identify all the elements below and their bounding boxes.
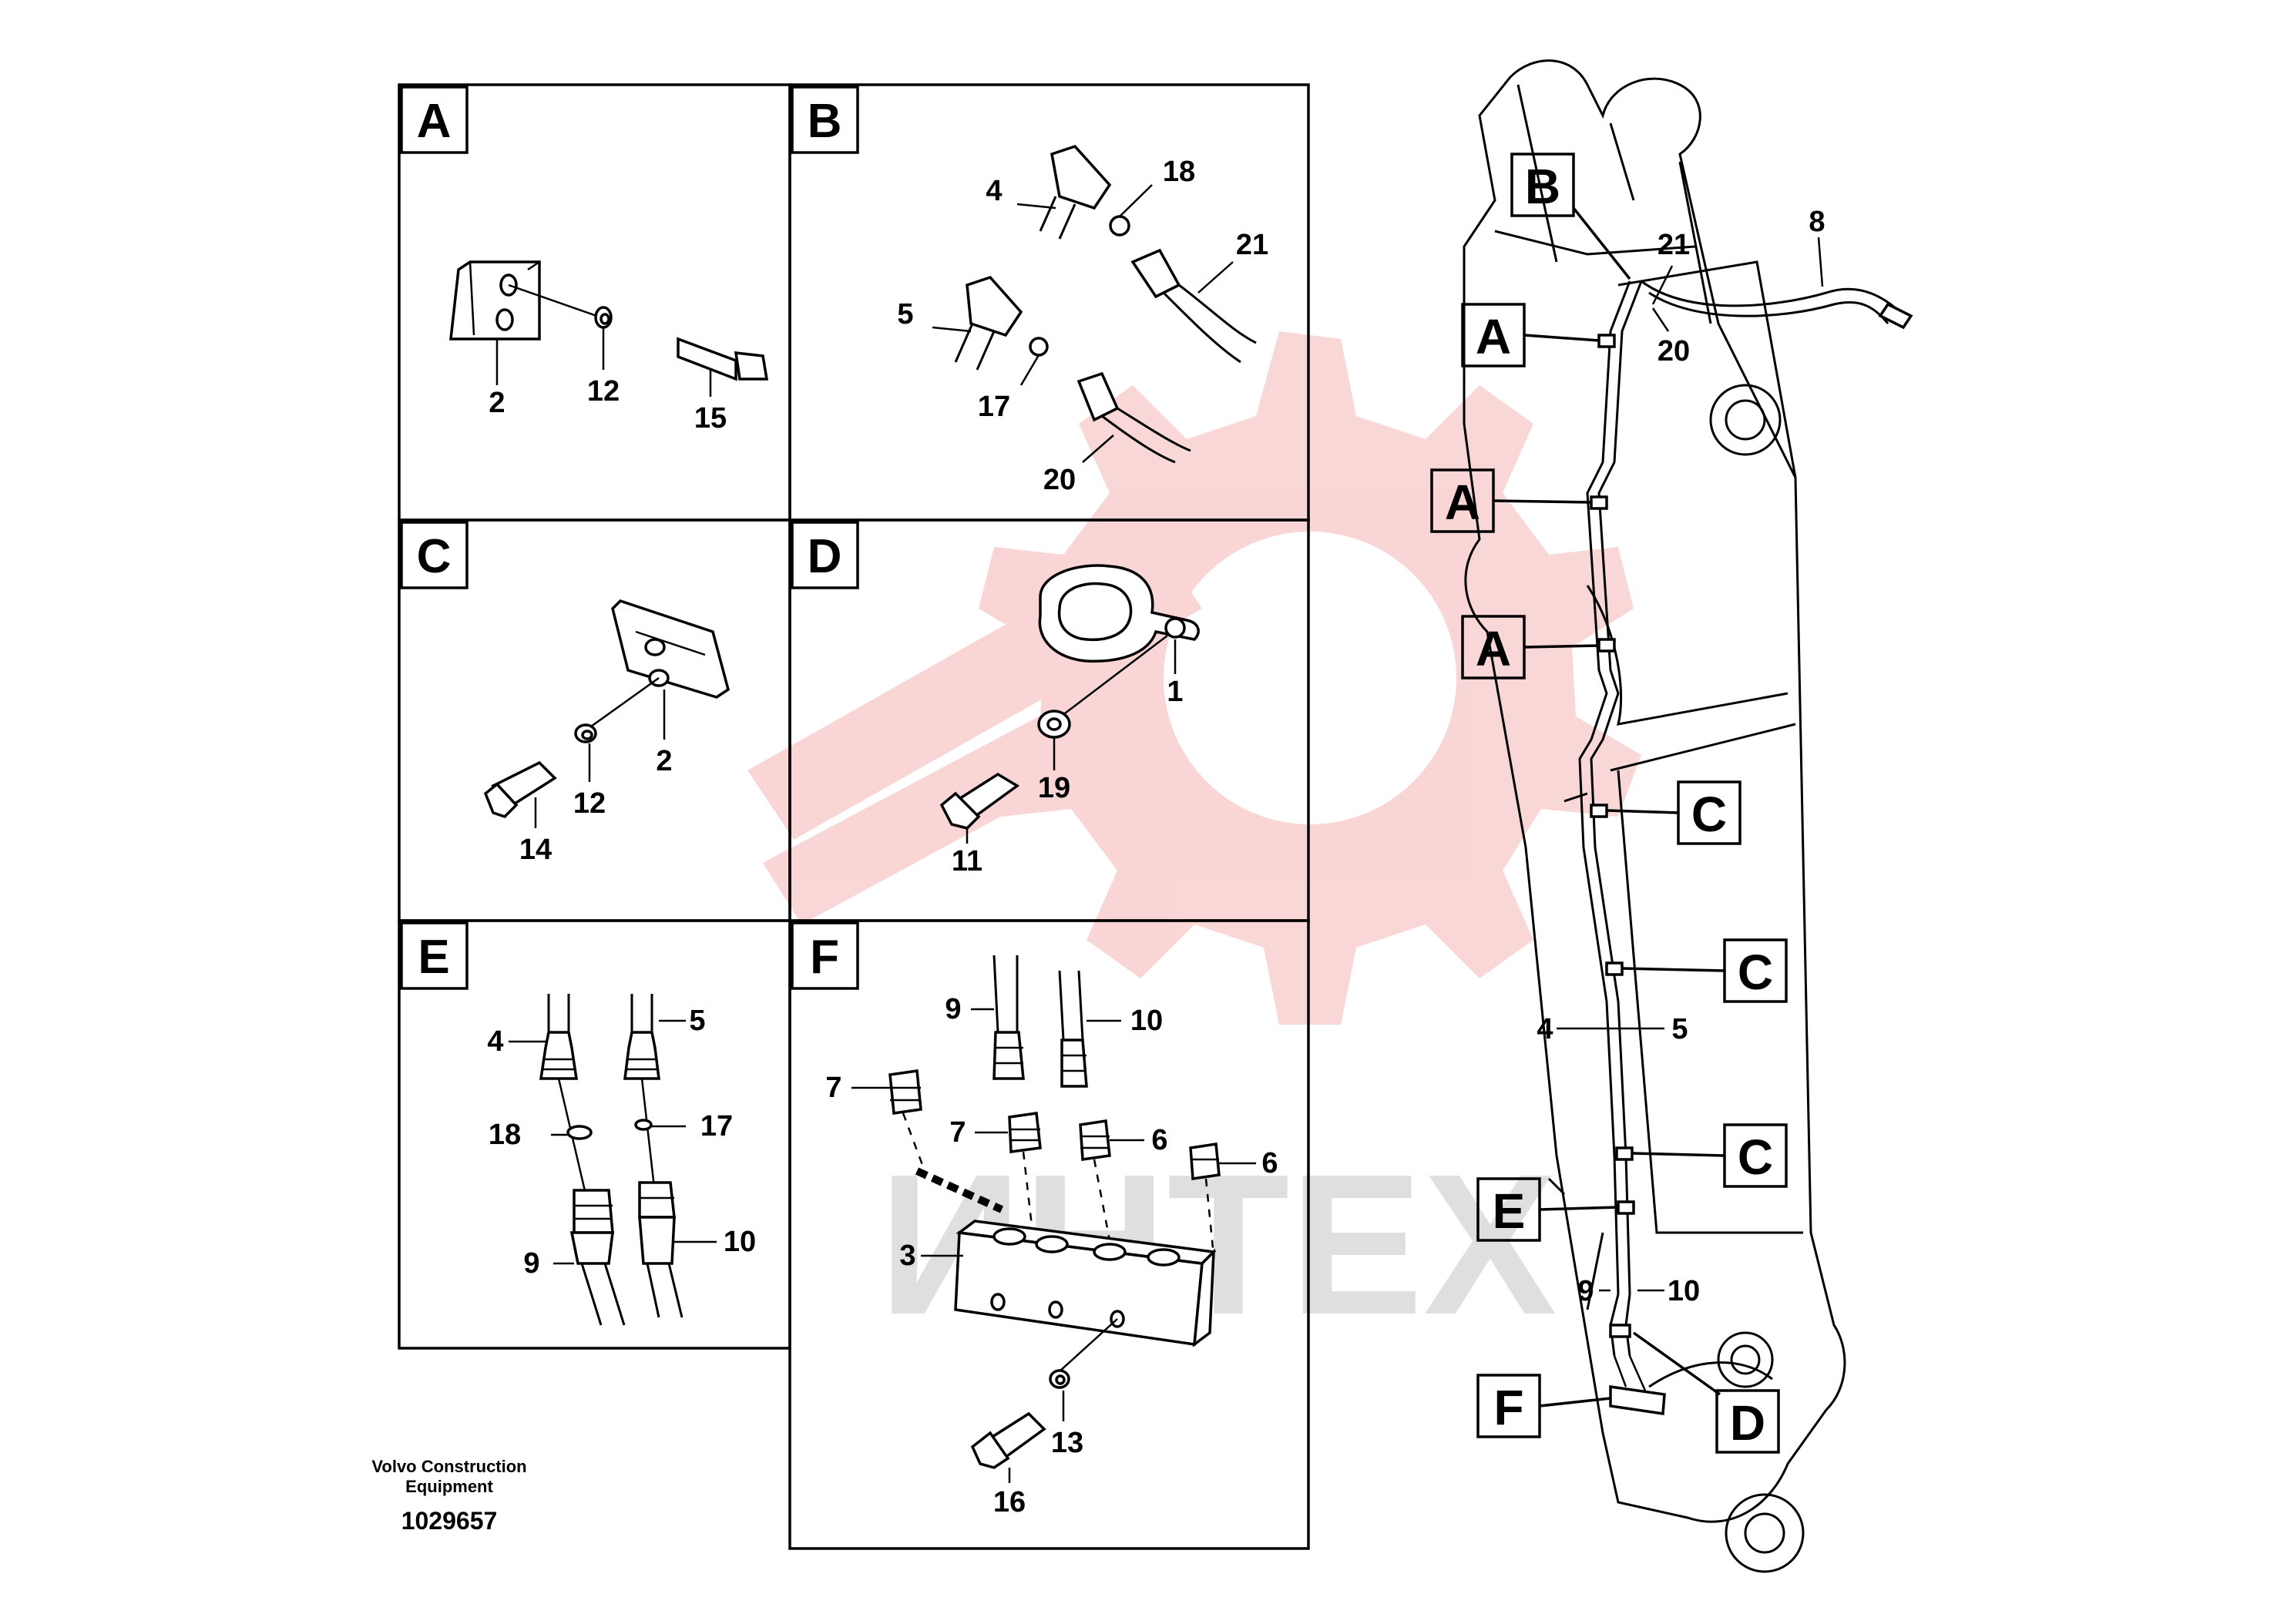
panel-b-drawing xyxy=(932,144,1257,464)
svg-text:E: E xyxy=(418,931,449,984)
panel-d-callout-11: 11 xyxy=(952,845,982,877)
arm-marker-a2: A xyxy=(1430,468,1592,533)
panel-b-callout-18: 18 xyxy=(1163,156,1195,188)
arm-callout-8: 8 xyxy=(1809,206,1825,238)
arm-drawing xyxy=(1463,59,1846,1573)
panel-c-drawing xyxy=(483,599,731,828)
svg-text:D: D xyxy=(808,530,842,583)
panel-e-callout-10: 10 xyxy=(724,1226,756,1258)
panel-b-label: B xyxy=(791,86,859,154)
panel-f-callout-3: 3 xyxy=(899,1240,915,1272)
drawing-number: 1029657 xyxy=(401,1507,498,1535)
svg-text:A: A xyxy=(1476,621,1511,676)
arm-callout-4: 4 xyxy=(1537,1013,1553,1045)
arm-marker-e: E xyxy=(1476,1177,1619,1242)
svg-text:F: F xyxy=(810,931,839,984)
arm-marker-f: F xyxy=(1476,1374,1611,1438)
arm-marker-c1: C xyxy=(1606,780,1741,845)
panel-c-callout-14: 14 xyxy=(519,834,552,866)
panel-a-label: A xyxy=(400,86,469,154)
svg-text:A: A xyxy=(1476,309,1511,364)
footer-brand-line1: Volvo Construction xyxy=(371,1457,526,1476)
svg-text:C: C xyxy=(1738,1129,1773,1185)
panel-e-callout-4: 4 xyxy=(487,1025,503,1058)
svg-text:C: C xyxy=(417,530,452,583)
arm-marker-b: B xyxy=(1510,153,1631,280)
svg-text:E: E xyxy=(1493,1183,1526,1239)
panel-e-callout-17: 17 xyxy=(700,1110,733,1143)
arm-marker-c3: C xyxy=(1631,1123,1788,1188)
panel-a-callout-15: 15 xyxy=(694,402,727,435)
panel-grid xyxy=(398,83,1310,1550)
panel-e-callout-9: 9 xyxy=(523,1247,539,1280)
svg-text:C: C xyxy=(1691,787,1727,842)
panel-c-label: C xyxy=(400,521,469,589)
panel-c-callout-2: 2 xyxy=(656,745,672,777)
panel-e-drawing xyxy=(509,994,717,1326)
arm-marker-a1: A xyxy=(1461,303,1600,367)
panel-f-callout-9: 9 xyxy=(945,993,961,1025)
arm-marker-a3: A xyxy=(1461,615,1600,679)
panel-e-label: E xyxy=(400,921,469,990)
svg-text:F: F xyxy=(1493,1380,1523,1435)
panel-b-callout-5: 5 xyxy=(897,298,913,331)
panel-f-label: F xyxy=(791,921,859,990)
panel-d-callout-1: 1 xyxy=(1167,676,1183,708)
arm-callout-9: 9 xyxy=(1577,1275,1594,1307)
svg-text:C: C xyxy=(1738,945,1773,1000)
panel-f-drawing xyxy=(851,955,1256,1483)
svg-text:B: B xyxy=(1525,159,1560,214)
panel-f-callout-10: 10 xyxy=(1130,1005,1163,1037)
arm-callout-21: 21 xyxy=(1658,229,1690,261)
panel-a-drawing xyxy=(449,260,769,397)
panel-a-callout-2: 2 xyxy=(489,387,505,419)
arm-callout-20: 20 xyxy=(1658,335,1690,367)
svg-text:A: A xyxy=(1445,475,1480,530)
panel-f-callout-6b: 6 xyxy=(1261,1147,1278,1179)
panel-f-callout-6a: 6 xyxy=(1151,1124,1167,1156)
panel-a-callout-12: 12 xyxy=(587,375,620,408)
panel-b-callout-20: 20 xyxy=(1043,464,1076,496)
arm-hose-routing xyxy=(1578,280,1913,1416)
arm-marker-c2: C xyxy=(1621,938,1788,1003)
svg-text:A: A xyxy=(417,95,452,148)
arm-callout-5: 5 xyxy=(1671,1013,1688,1045)
panel-b-callout-4: 4 xyxy=(986,175,1002,207)
panel-e-callout-18: 18 xyxy=(489,1119,521,1151)
arm-marker-d: D xyxy=(1632,1331,1780,1454)
panel-d-label: D xyxy=(791,521,859,589)
panel-f-callout-7a: 7 xyxy=(825,1072,841,1104)
panel-d-drawing xyxy=(939,564,1200,844)
panel-e-callout-5: 5 xyxy=(689,1005,705,1037)
panel-b-callout-21: 21 xyxy=(1236,229,1268,261)
panel-c-callout-12: 12 xyxy=(573,787,606,820)
arm-callout-10: 10 xyxy=(1668,1275,1700,1307)
arm-callout-leaders xyxy=(1557,237,1824,1292)
svg-text:B: B xyxy=(808,95,842,148)
panel-d-callout-19: 19 xyxy=(1038,772,1070,804)
panel-f-callout-13: 13 xyxy=(1051,1427,1083,1459)
panel-f-callout-7b: 7 xyxy=(949,1116,966,1149)
panel-f-callout-16: 16 xyxy=(993,1486,1026,1518)
footer-brand-line2: Equipment xyxy=(405,1477,493,1496)
svg-text:D: D xyxy=(1730,1395,1765,1451)
panel-b-callout-17: 17 xyxy=(978,391,1010,423)
